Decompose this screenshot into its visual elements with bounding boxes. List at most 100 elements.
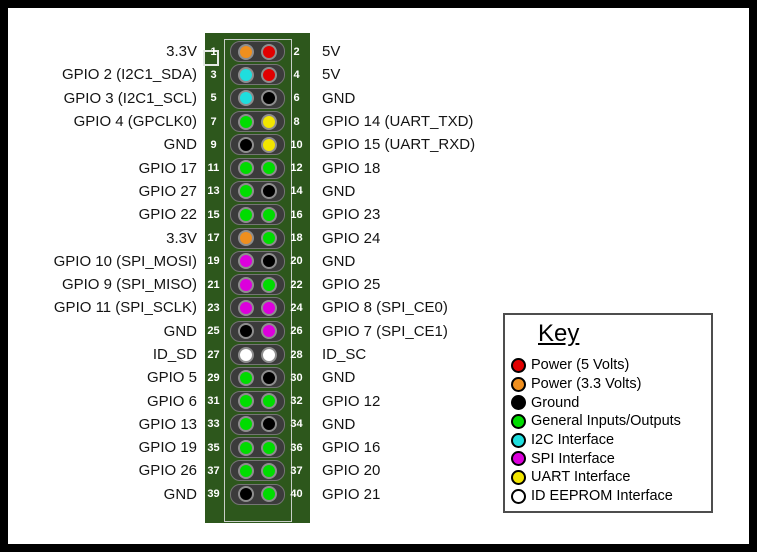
right-pin-label: GPIO 8 (SPI_CE0) (322, 299, 448, 317)
left-pin-dot (238, 416, 254, 433)
pin-socket (230, 180, 285, 202)
right-pin-dot (261, 43, 277, 60)
left-pin-dot (238, 439, 254, 456)
right-pin-dot (261, 230, 277, 247)
legend-item: SPI Interface (511, 449, 711, 468)
pin-row: GPIO 10 (SPI_MOSI) 19 20 GND (8, 250, 749, 273)
legend-item-label: Power (3.3 Volts) (531, 376, 642, 393)
left-pin-number: 37 (207, 464, 220, 477)
right-pin-dot (261, 160, 277, 177)
right-pin-label: GPIO 7 (SPI_CE1) (322, 322, 448, 340)
right-pin-label: GPIO 24 (322, 229, 381, 247)
pin-socket (230, 390, 285, 412)
left-pin-dot (238, 183, 254, 200)
pin1-marker (203, 50, 219, 66)
legend-color-dot (511, 357, 526, 373)
right-pin-number: 18 (290, 232, 303, 245)
left-pin-number: 39 (207, 488, 220, 501)
left-pin-number: 13 (207, 185, 220, 198)
left-pin-number: 31 (207, 395, 220, 408)
right-pin-label: ID_SC (322, 346, 367, 363)
legend-item-label: I2C Interface (531, 432, 615, 449)
left-pin-label: GPIO 19 (138, 439, 197, 457)
right-pin-number: 22 (290, 278, 303, 291)
left-pin-label: GND (163, 322, 197, 340)
right-pin-number: 30 (290, 371, 303, 384)
left-pin-number: 25 (207, 325, 220, 338)
right-pin-number: 16 (290, 208, 303, 221)
pin-row: GPIO 26 37 37 GPIO 20 (8, 459, 749, 482)
legend-item: I2C Interface (511, 431, 711, 450)
legend-item-label: General Inputs/Outputs (531, 413, 681, 430)
right-pin-label: 5V (322, 66, 341, 84)
left-pin-number: 1 (210, 45, 217, 58)
pin-row: GPIO 5 29 30 GND (8, 366, 749, 389)
right-pin-number: 24 (290, 301, 303, 314)
pin-row: GPIO 2 (I2C1_SDA) 3 4 5V (8, 63, 749, 86)
left-pin-label: GPIO 11 (SPI_SCLK) (53, 299, 197, 317)
pin-row: GPIO 9 (SPI_MISO) 21 22 GPIO 25 (8, 273, 749, 296)
right-pin-number: 12 (290, 162, 303, 175)
right-pin-dot (261, 206, 277, 223)
pin-socket (230, 344, 285, 365)
right-pin-number: 14 (290, 185, 303, 198)
pin-socket (230, 87, 285, 109)
right-pin-number: 2 (293, 45, 300, 58)
pin-row: GND 9 10 GPIO 15 (UART_RXD) (8, 133, 749, 156)
right-pin-number: 34 (290, 418, 303, 431)
right-pin-dot (261, 369, 277, 386)
right-pin-label: GND (322, 182, 356, 200)
pin-socket (230, 437, 285, 459)
left-pin-label: GPIO 17 (138, 159, 197, 177)
left-pin-dot (238, 66, 254, 83)
left-pin-number: 7 (210, 115, 217, 128)
pin-socket (230, 134, 285, 156)
legend-color-dot (511, 488, 526, 504)
pin-socket (230, 297, 285, 319)
right-pin-number: 32 (290, 395, 303, 408)
left-pin-dot (238, 230, 254, 247)
right-pin-number: 6 (293, 92, 300, 105)
left-pin-label: ID_SD (152, 346, 197, 363)
left-pin-dot (238, 462, 254, 479)
right-pin-label: GND (322, 252, 356, 270)
left-pin-number: 11 (207, 162, 220, 175)
pin-row: GPIO 17 11 12 GPIO 18 (8, 156, 749, 179)
right-pin-dot (261, 462, 277, 479)
pin-socket (230, 111, 285, 133)
right-pin-dot (261, 486, 277, 503)
left-pin-label: GPIO 6 (146, 392, 197, 410)
left-pin-dot (238, 486, 254, 503)
pin-socket (230, 483, 285, 505)
pin-socket (230, 413, 285, 435)
right-pin-label: GPIO 12 (322, 392, 381, 410)
left-pin-label: GPIO 9 (SPI_MISO) (61, 276, 197, 294)
legend-item: ID EEPROM Interface (511, 487, 711, 506)
right-pin-label: GND (322, 415, 356, 433)
left-pin-dot (238, 136, 254, 153)
legend-color-dot (511, 451, 526, 467)
pin-socket (230, 274, 285, 296)
left-pin-label: GPIO 5 (146, 369, 197, 387)
left-pin-dot (238, 90, 254, 107)
gpio-header-outline (224, 39, 292, 522)
right-pin-dot (261, 346, 277, 363)
left-pin-dot (238, 43, 254, 60)
left-pin-dot (238, 299, 254, 316)
right-pin-number: 8 (293, 115, 300, 128)
left-pin-number: 5 (210, 92, 217, 105)
right-pin-dot (261, 299, 277, 316)
legend-box: Key Power (5 Volts) Power (3.3 Volts) Gr… (503, 313, 713, 513)
left-pin-number: 15 (207, 208, 220, 221)
left-pin-label: GPIO 26 (138, 462, 197, 480)
left-pin-label: 3.3V (166, 43, 197, 61)
left-pin-number: 35 (207, 441, 220, 454)
pin-row: ID_SD 27 28 ID_SC (8, 343, 749, 366)
legend-item: Ground (511, 393, 711, 412)
right-pin-dot (261, 113, 277, 130)
pin-rows: 3.3V 1 2 5V GPIO 2 (I2C1_SDA) 3 4 5V (8, 40, 749, 506)
right-pin-dot (261, 276, 277, 293)
pin-row: GPIO 27 13 14 GND (8, 180, 749, 203)
pin-socket (230, 320, 285, 342)
pin-socket (230, 367, 285, 389)
